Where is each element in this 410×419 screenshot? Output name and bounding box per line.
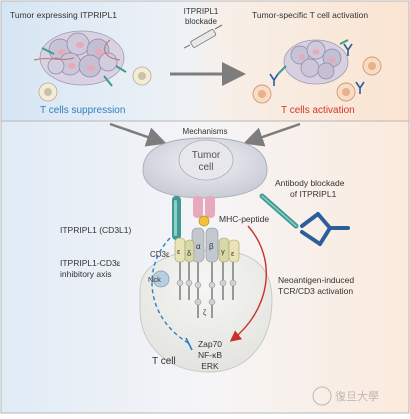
nck-label: Nck <box>148 275 161 284</box>
syringe-icon <box>183 24 223 49</box>
alpha-label: α <box>196 242 201 251</box>
blockade-label-line1: ITPRIPL1 <box>184 7 219 16</box>
antibody-icon-small <box>269 43 365 94</box>
beta-label: β <box>209 242 214 251</box>
delta-label: δ <box>187 249 191 258</box>
tumor-expressing-title: Tumor expressing ITPRIPL1 <box>10 10 117 20</box>
inhibitory-axis-label-line1: ITPRIPL1-CD3ε <box>60 258 121 268</box>
mhc-molecule <box>193 196 215 227</box>
nfkb-label: NF-κB <box>198 350 222 360</box>
zap70-label: Zap70 <box>198 339 222 349</box>
t-cell-label: T cell <box>152 356 176 367</box>
itpripl1-label: ITPRIPL1 (CD3L1) <box>60 225 131 235</box>
activated-tumor-icon <box>277 39 349 85</box>
fudan-watermark: 復旦大學 <box>312 386 379 406</box>
tumor-cluster-icon <box>33 30 127 87</box>
epsilon-left-label: ε <box>177 247 181 256</box>
neoantigen-label-line2: TCR/CD3 activation <box>278 286 353 296</box>
suppression-label: T cells suppression <box>40 105 125 116</box>
watermark-text: 復旦大學 <box>335 389 379 403</box>
mhc-peptide-label: MHC-peptide <box>219 214 269 224</box>
activation-arrow <box>229 225 267 342</box>
zeta-label: ζ <box>203 308 207 317</box>
activated-tcell-icon <box>252 56 382 104</box>
tcr-cd3-complex <box>174 227 240 318</box>
nck-icon <box>152 270 170 288</box>
suppressed-tcell-icon <box>38 66 152 102</box>
itpripl1-teal-bound <box>259 193 299 229</box>
tumor-cell-label-line1: Tumor <box>192 150 221 161</box>
blockade-label-line2: blockade <box>185 17 218 26</box>
erk-label: ERK <box>201 361 219 371</box>
mechanisms-label: Mechanisms <box>183 127 228 136</box>
tumor-cell-label-line2: cell <box>198 162 213 173</box>
inhibitory-axis-label-line2: inhibitory axis <box>60 269 112 279</box>
epsilon-right-label: ε <box>231 249 235 258</box>
antibody-blockade-label-line1: Antibody blockade <box>275 178 345 188</box>
itpripl1-receptor <box>172 196 181 240</box>
arrow-left-to-mechanism <box>109 122 167 147</box>
activation-label: T cells activation <box>281 105 355 116</box>
antibody-blockade-label-line2: of ITPRIPL1 <box>290 189 337 199</box>
inhibitory-dashed-line <box>151 237 191 345</box>
neoantigen-label-line1: Neoantigen-induced <box>278 275 354 285</box>
arrow-right-to-mechanism <box>243 122 301 147</box>
gamma-label: γ <box>221 247 225 256</box>
tumor-cell <box>142 137 268 199</box>
cd3e-label: CD3ε <box>150 250 170 259</box>
activation-title: Tumor-specific T cell activation <box>252 10 368 20</box>
inhibitory-tbar <box>185 337 193 351</box>
antibody-icon <box>300 212 350 246</box>
